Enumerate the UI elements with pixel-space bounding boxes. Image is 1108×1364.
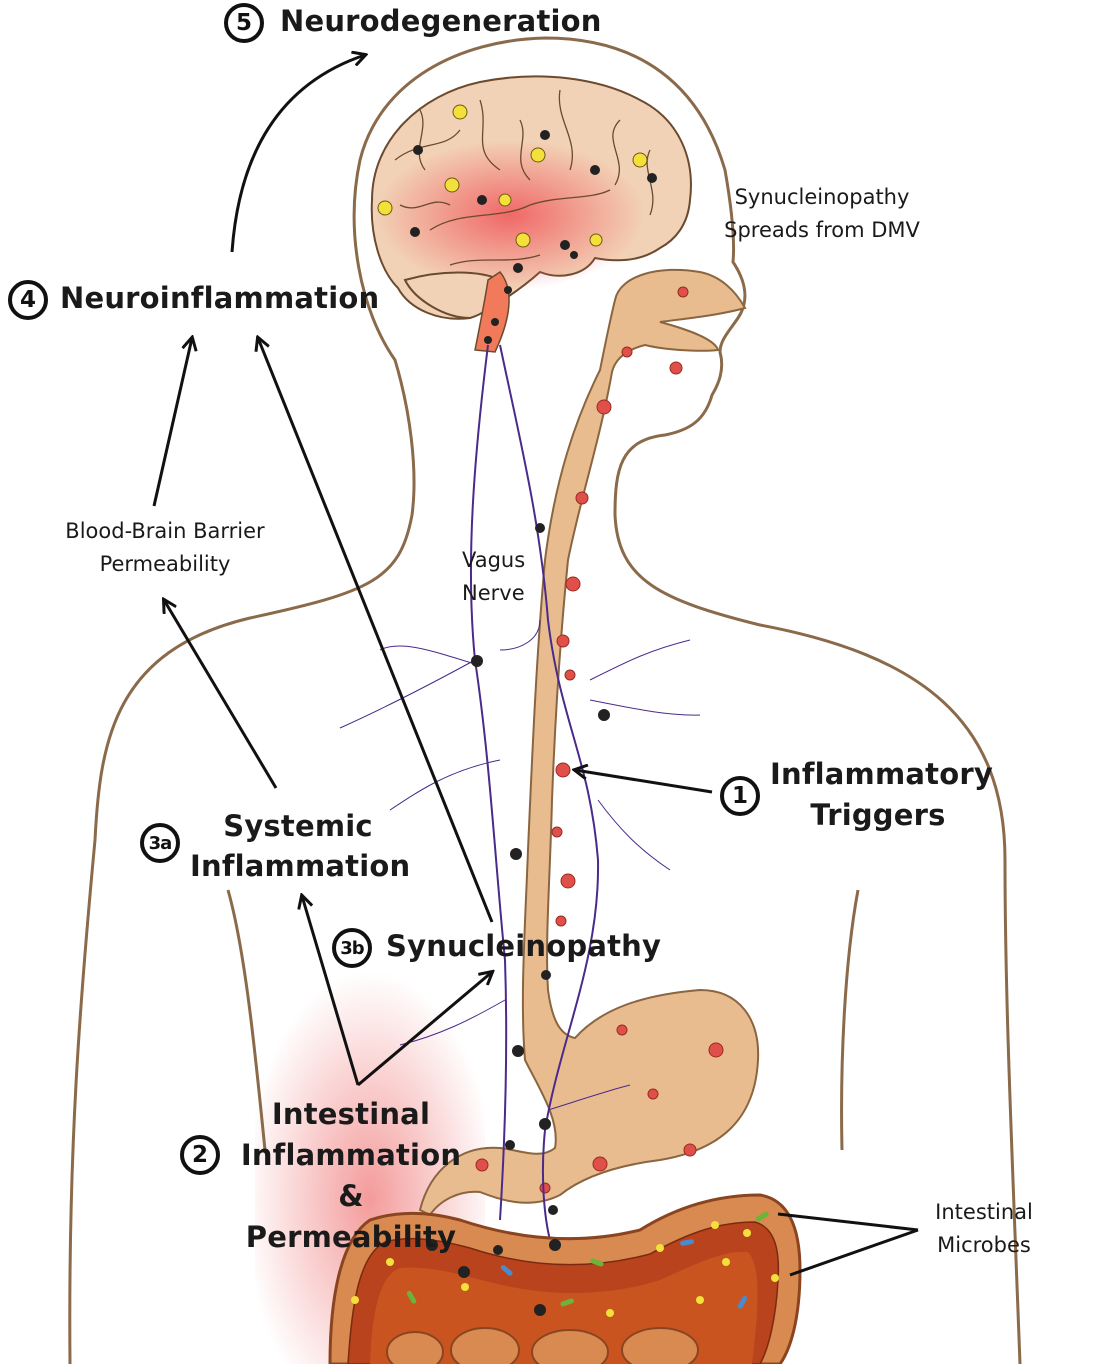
brain-inflamed-region [375, 140, 645, 290]
body-outline [68, 36, 1022, 1364]
arrow-3a-to-bbb [164, 600, 278, 789]
nerve-aggregates [471, 523, 610, 1150]
label-systemic-inflammation: Systemic Inflammation [190, 809, 411, 883]
microbes [351, 1211, 779, 1317]
arrow-2-to-3b [357, 972, 492, 1087]
arrow-2-to-3a [302, 896, 360, 1086]
label-intestinal-inflammation: Intestinal Inflammation & Permeability [240, 1097, 462, 1254]
label-inflammatory-triggers: Inflammatory Triggers [770, 757, 993, 832]
arrow-3b-to-4 [258, 338, 494, 923]
label-neuroinflammation: Neuroinflammation [60, 281, 380, 315]
left-arm-inner [226, 889, 267, 1151]
arrow-1-to-gi [575, 770, 713, 794]
label-intestinal-microbes: Intestinal Microbes [935, 1200, 1033, 1257]
flow-arrows [152, 55, 919, 1277]
gi-tract [418, 268, 760, 1217]
intestinal-loops [386, 1327, 699, 1364]
brain-aggregates [410, 130, 657, 344]
brain-folds [394, 89, 654, 266]
gut-aggregates [426, 1205, 561, 1316]
badge-step1: 1 [720, 776, 760, 816]
inflammatory-cells [475, 286, 724, 1194]
arrow-bbb-to-4 [152, 338, 192, 507]
arrow-4-to-5 [230, 55, 365, 253]
badge-step4: 4 [8, 280, 48, 320]
badge-step3a: 3a [140, 823, 180, 863]
vagus-nerve [339, 344, 701, 1241]
badge-step3b: 3b [332, 928, 372, 968]
arrow-microbes-1 [777, 1212, 919, 1232]
neurons [377, 104, 648, 248]
label-spreads-from-dmv: Synucleinopathy Spreads from DMV [724, 185, 920, 242]
label-vagus-nerve: Vagus Nerve [462, 548, 526, 605]
arrow-microbes-2 [789, 1228, 919, 1277]
right-arm-inner [840, 889, 860, 1151]
label-neurodegeneration: Neurodegeneration [280, 4, 602, 38]
label-synucleinopathy: Synucleinopathy [386, 929, 662, 963]
label-bbb-permeability: Blood-Brain Barrier Permeability [65, 519, 265, 576]
badge-step2: 2 [180, 1135, 220, 1175]
badge-step5: 5 [224, 3, 264, 43]
